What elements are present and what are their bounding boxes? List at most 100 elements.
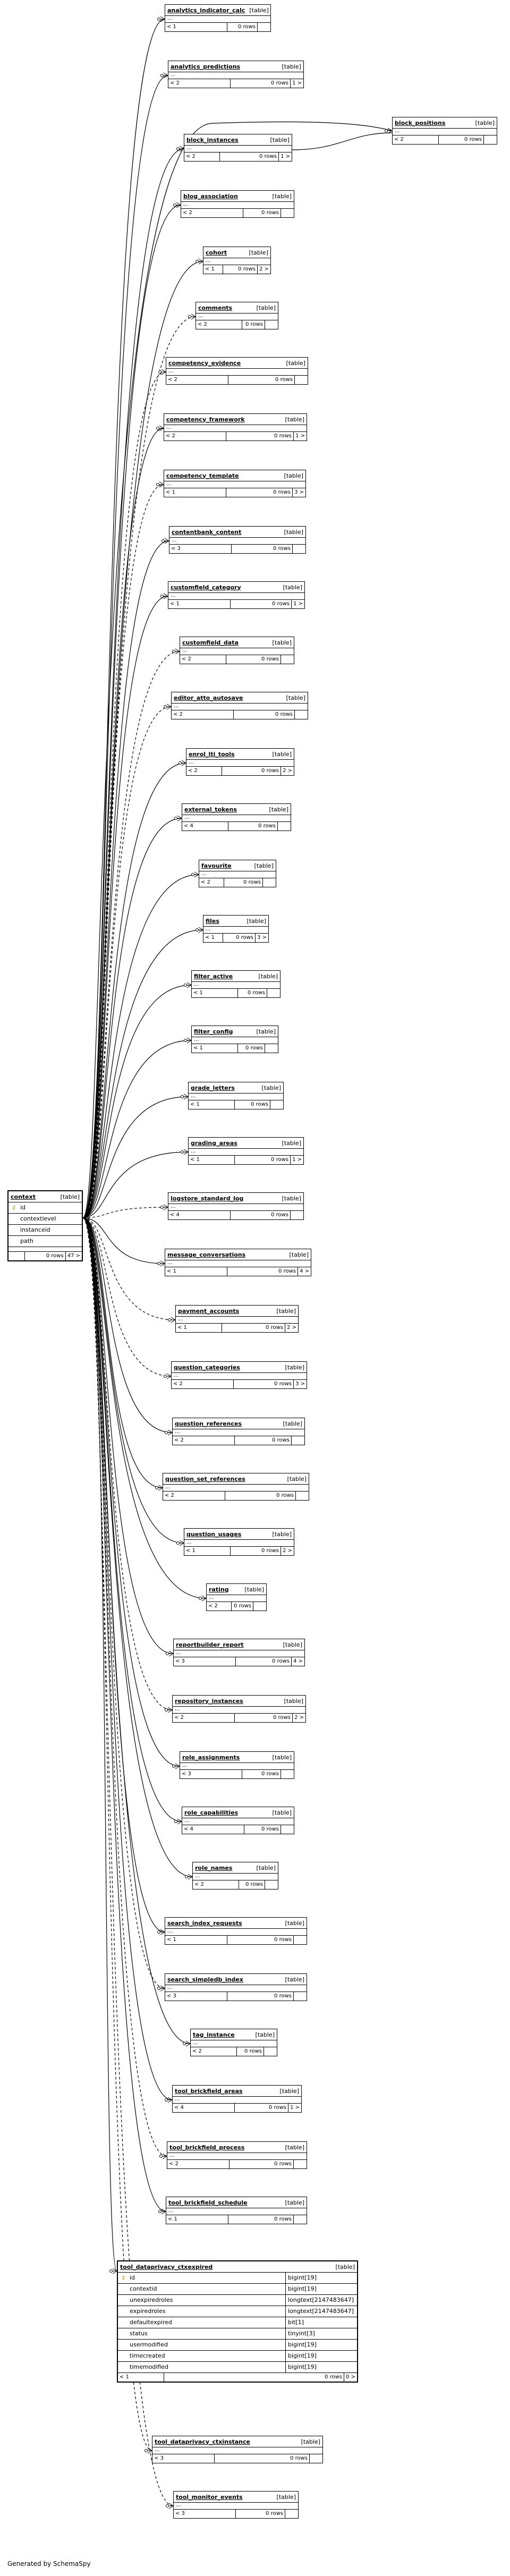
row-count: 0 rows <box>230 2160 294 2168</box>
column-type: bigint[19] <box>285 2362 357 2372</box>
foot-right <box>295 376 308 384</box>
row-count: 0 rows <box>239 1880 265 1889</box>
foot-right <box>294 2215 307 2224</box>
relationship-line <box>82 1217 174 2506</box>
table-context[interactable]: context[table] ⚷id contextlevel instance… <box>7 1190 83 1261</box>
crowfoot-marker <box>186 982 192 988</box>
foot-left: < 2 <box>393 135 439 144</box>
table-kind: [table] <box>270 136 290 143</box>
table-kind: [table] <box>272 1753 292 1761</box>
relationship-line <box>82 75 168 1218</box>
optional-marker <box>157 18 160 21</box>
crowfoot-marker <box>166 1373 172 1379</box>
optional-marker <box>174 817 177 820</box>
crowfoot-marker <box>167 1707 173 1713</box>
row-count: 0 rows <box>228 2215 294 2224</box>
table-tool-dataprivacy-ctxinstance[interactable]: tool_dataprivacy_ctxinstance[table]...< … <box>152 2436 323 2463</box>
foot-right: 1 > <box>292 80 302 86</box>
row-count: 0 rows <box>225 1492 296 1500</box>
relationship-line <box>82 1217 165 1933</box>
table-kind: [table] <box>256 304 276 311</box>
table-kind: [table] <box>279 2087 299 2095</box>
row-count: 0 rows <box>164 2373 344 2382</box>
relationship-line <box>82 1151 189 1218</box>
row-count: 0 rows <box>235 1436 292 1445</box>
row-count: 0 rows <box>236 2510 285 2518</box>
optional-marker <box>178 761 182 765</box>
table-name: enrol_lti_tools <box>189 750 235 758</box>
row-count: 0 rows <box>223 265 258 274</box>
table-kind: [table] <box>261 1084 281 1091</box>
crowfoot-marker <box>179 1540 184 1546</box>
foot-left: < 3 <box>169 545 232 553</box>
relationship-line <box>82 1217 173 1710</box>
foot-right <box>265 1880 278 1889</box>
ellipsis: ... <box>393 129 497 135</box>
optional-marker <box>199 1597 202 1600</box>
foot-right <box>253 1602 266 1611</box>
table-name: search_index_requests <box>167 1919 242 1927</box>
crowfoot-marker <box>160 16 165 22</box>
foot-left: < 4 <box>182 822 228 831</box>
foot-left: < 2 <box>196 320 242 329</box>
table-kind: [table] <box>272 1530 292 1538</box>
row-count: 0 rows <box>242 1770 281 1778</box>
ellipsis: ... <box>173 1707 305 1714</box>
ellipsis: ... <box>203 258 270 265</box>
table-kind: [table] <box>285 1919 304 1927</box>
column-type: bigint[19] <box>285 2284 357 2294</box>
table-name: tool_dataprivacy_ctxinstance <box>155 2438 250 2445</box>
row-count: 0 rows <box>234 710 295 719</box>
foot-right <box>294 1992 307 2001</box>
table-name: tag_instance <box>193 2031 235 2038</box>
table-name: question_categories <box>174 1363 240 1371</box>
optional-marker <box>158 370 162 374</box>
